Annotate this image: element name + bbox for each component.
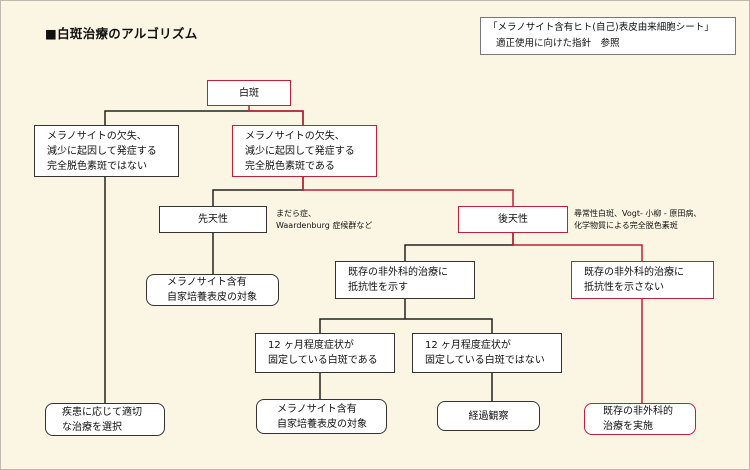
node-not-fixed-12-months: 12 ヶ月程度症状が 固定している白斑ではない xyxy=(412,333,562,373)
diagram-title: ■白斑治療のアルゴリズム xyxy=(45,26,198,41)
node-acquired: 後天性 xyxy=(458,206,568,233)
edge-root-right xyxy=(248,105,304,125)
note-acquired-examples: 尋常性白斑、Vogt- 小柳 - 原田病、 化学物質による完全脱色素斑 xyxy=(574,209,702,230)
node-vitiligo: 白斑 xyxy=(207,80,291,106)
reference-line-1: 「メラノサイト含有ヒト(自己)表皮由来細胞シート」 xyxy=(488,22,714,33)
node-observation: 経過観察 xyxy=(437,401,540,431)
node-congenital-treatment: メラノサイト含有 自家培養表皮の対象 xyxy=(146,274,279,306)
reference-box: 「メラノサイト含有ヒト(自己)表皮由来細胞シート」 適正使用に向けた指針 参照 xyxy=(480,17,736,55)
node-select-treatment: 疾患に応じて適切 な治療を選択 xyxy=(45,403,165,436)
note-congenital-examples: まだら症、 Waardenburg 症候群など xyxy=(276,209,373,230)
edge-acquired-split-left xyxy=(404,233,514,261)
reference-line-2: 適正使用に向けた指針 参照 xyxy=(496,38,620,49)
edge-onset-split-left xyxy=(212,177,304,206)
node-resistant: 既存の非外科的治療に 抵抗性を示す xyxy=(335,261,475,299)
node-not-complete-depigmentation: メラノサイトの欠失、 減少に起因して発症する 完全脱色素斑ではない xyxy=(34,125,179,177)
node-fixed-treatment: メラノサイト含有 自家培養表皮の対象 xyxy=(256,399,387,434)
node-congenital: 先天性 xyxy=(159,206,267,233)
edge-acquired-split-right xyxy=(512,233,643,261)
edge-resistant-split xyxy=(319,318,493,333)
node-complete-depigmentation: メラノサイトの欠失、 減少に起因して発症する 完全脱色素斑である xyxy=(232,125,377,177)
node-fixed-12-months: 12 ヶ月程度症状が 固定している白斑である xyxy=(255,333,395,373)
edge-root-bar xyxy=(104,110,304,125)
node-not-resistant: 既存の非外科的治療に 抵抗性を示さない xyxy=(571,261,714,299)
node-nonsurgical-treatment: 既存の非外科的 治療を実施 xyxy=(584,403,696,435)
edge-onset-split-right xyxy=(302,177,514,206)
